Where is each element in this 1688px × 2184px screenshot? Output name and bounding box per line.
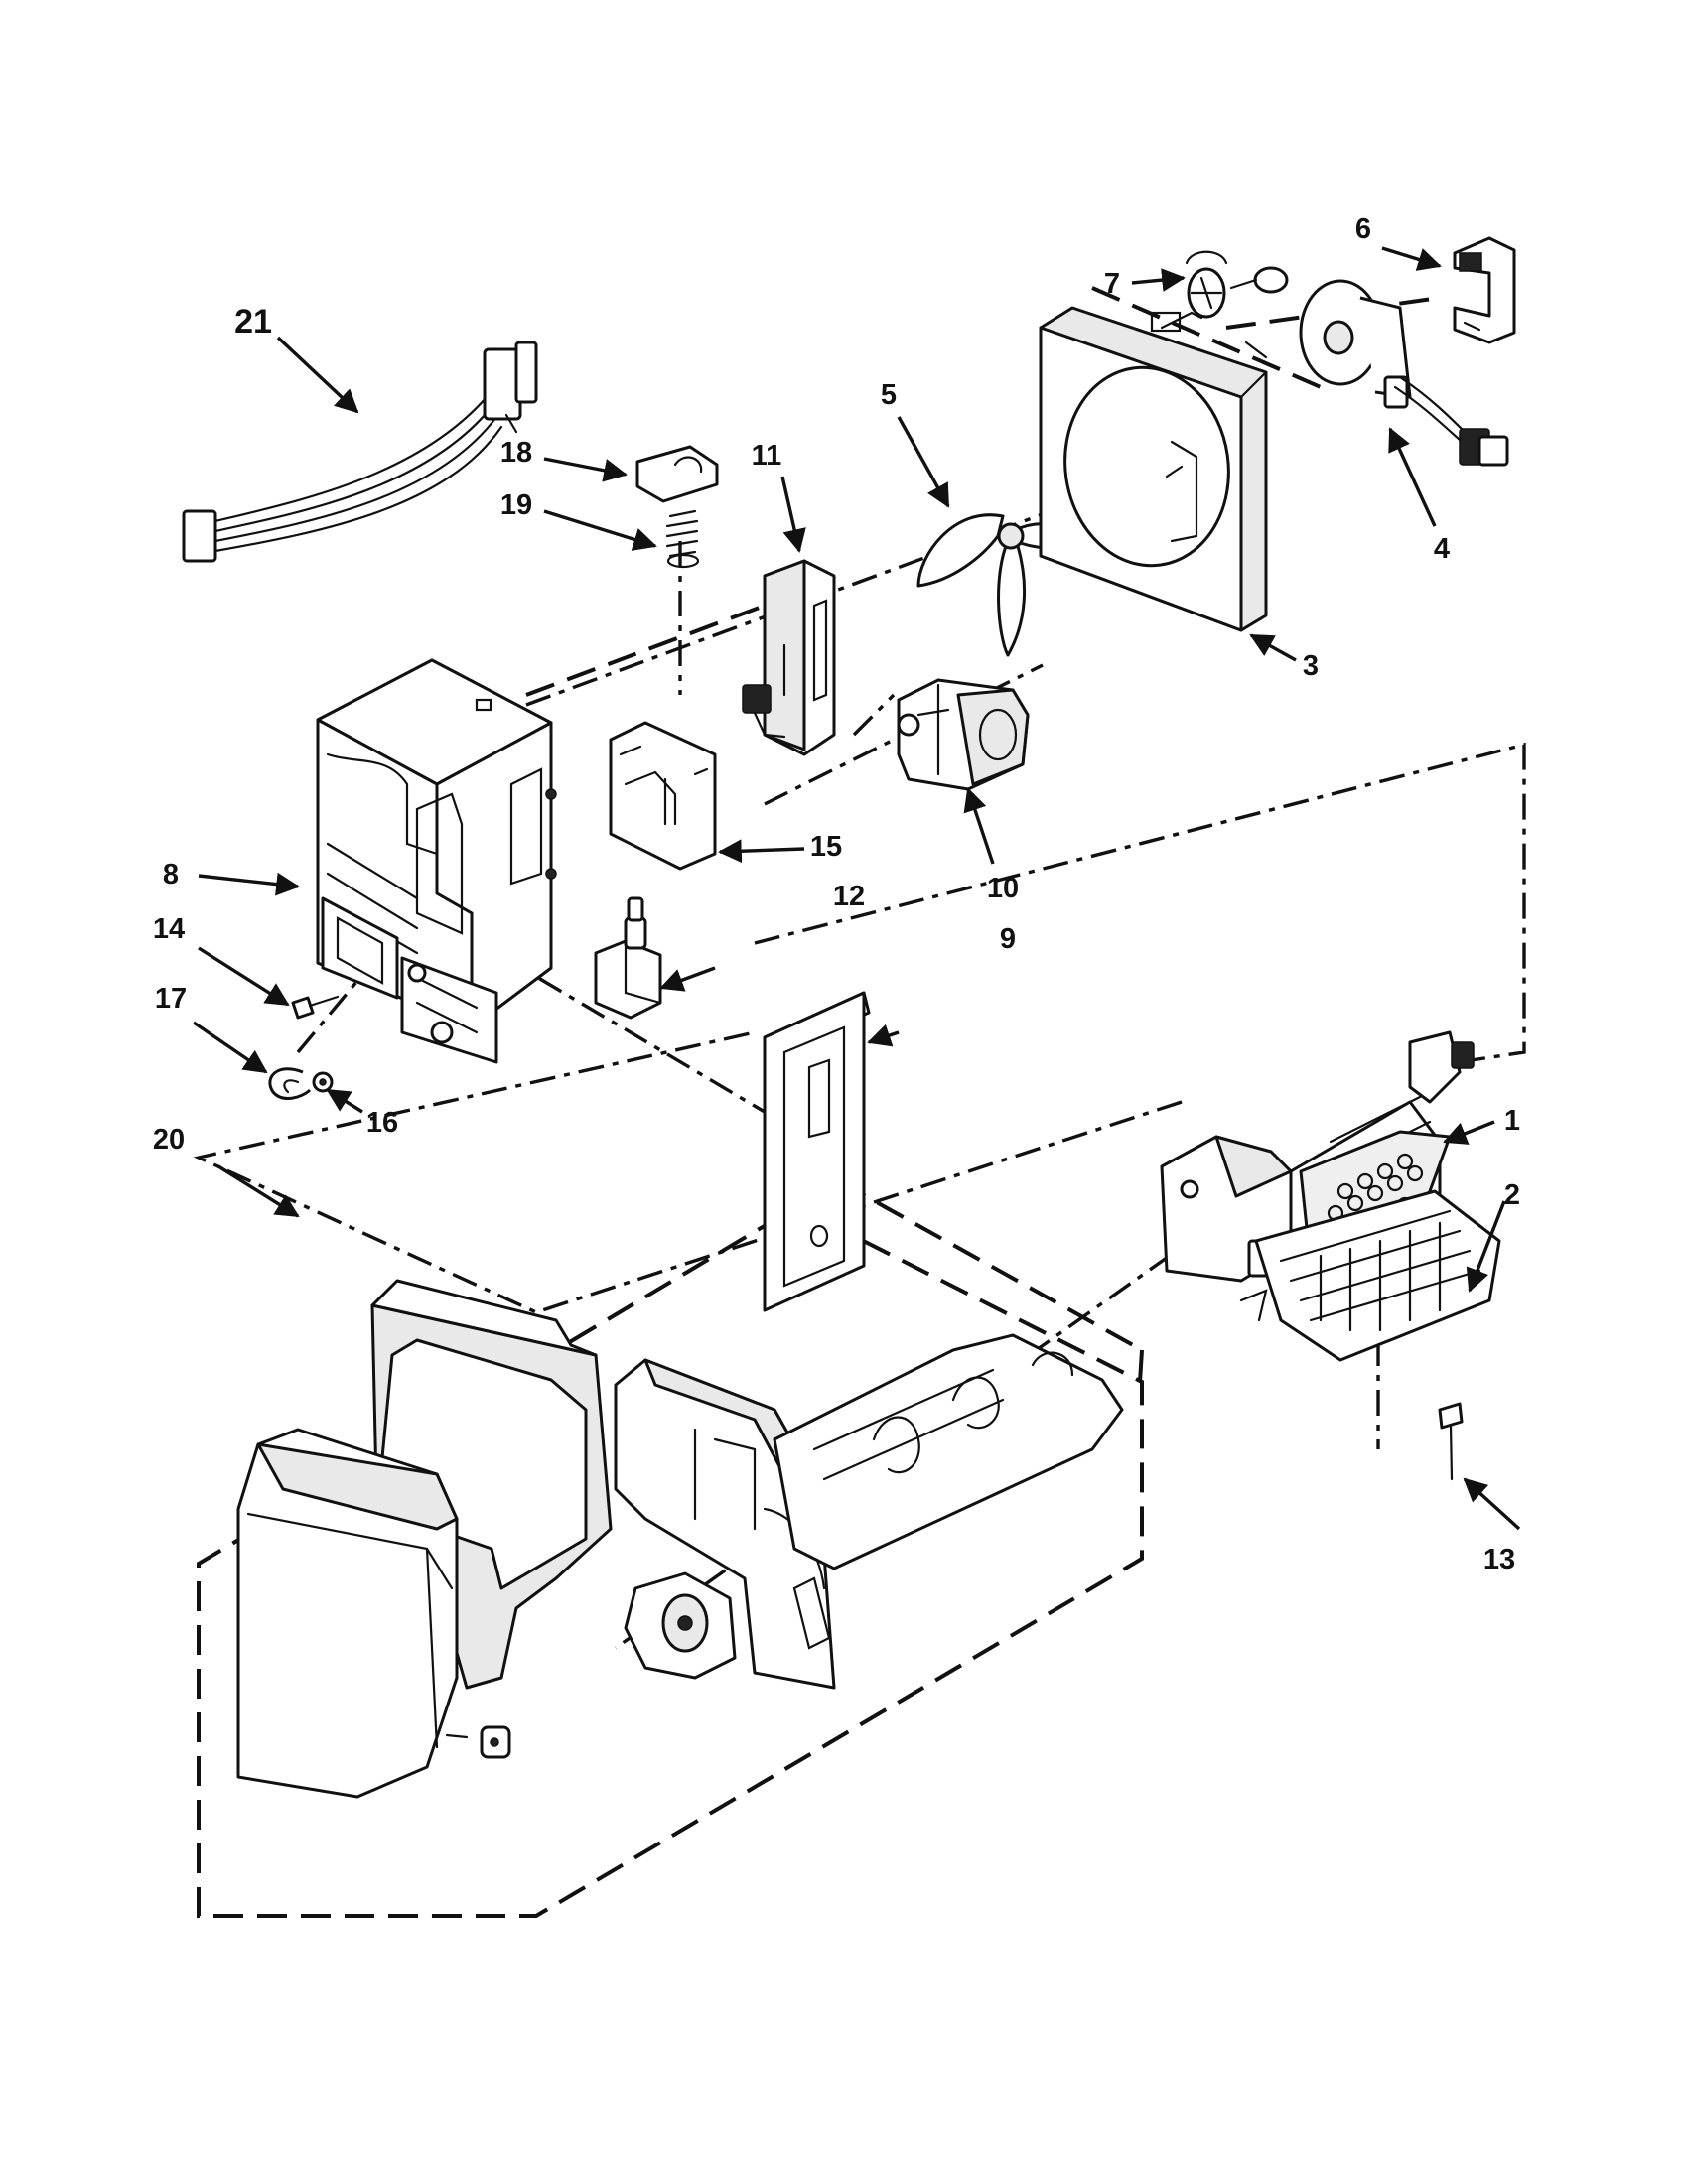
part-11-switch-housing[interactable]	[742, 559, 836, 756]
callout-8: 8	[163, 859, 179, 890]
part-17-clip[interactable]	[268, 1067, 312, 1100]
callout-5: 5	[881, 379, 897, 411]
part-21-wire-harness[interactable]	[182, 341, 538, 563]
callout-17: 17	[155, 983, 187, 1015]
part-4-fan-motor[interactable]	[1299, 279, 1509, 467]
callout-6: 6	[1355, 213, 1371, 245]
callout-1: 1	[1504, 1105, 1520, 1137]
callout-labels: 1 2 3 4 5 6 7 8 9 10 11 12 13 14 15 16 1…	[153, 213, 1520, 1575]
callout-3: 3	[1303, 650, 1319, 682]
part-3-fan-shroud[interactable]	[1039, 306, 1268, 632]
callout-7: 7	[1104, 268, 1120, 300]
callout-21: 21	[234, 303, 272, 341]
callout-15: 15	[810, 831, 842, 863]
callout-2: 2	[1504, 1179, 1520, 1211]
part-7-sensor[interactable]	[1185, 250, 1289, 319]
part-8-housing[interactable]	[316, 658, 557, 1064]
part-9-gasket[interactable]	[763, 991, 871, 1312]
ice-maker-outline-dash-dot	[193, 742, 1526, 1314]
callout-20: 20	[153, 1124, 185, 1156]
callout-4: 4	[1434, 533, 1450, 565]
part-20-ice-bucket[interactable]	[236, 1279, 613, 1799]
part-2-mount-base[interactable]	[1239, 1189, 1501, 1362]
callout-19: 19	[500, 489, 532, 521]
part-10-motor[interactable]	[897, 678, 1030, 791]
callout-9: 9	[1000, 923, 1016, 955]
leader-arrows	[193, 246, 1521, 1531]
part-20-auger-housing[interactable]	[614, 1333, 1124, 1690]
part-18-cover[interactable]	[635, 445, 719, 503]
part-19-spring[interactable]	[665, 509, 700, 569]
callout-18: 18	[500, 437, 532, 469]
part-16-washer[interactable]	[312, 1071, 334, 1093]
callout-11: 11	[752, 440, 782, 472]
part-14-screw[interactable]	[291, 995, 340, 1020]
part-6-bracket[interactable]	[1453, 236, 1516, 344]
bucket-assembly-outline-dash	[197, 1179, 1144, 1918]
callout-10: 10	[987, 873, 1019, 904]
callout-14: 14	[153, 913, 185, 945]
part-13-screw[interactable]	[1438, 1402, 1464, 1481]
callout-16: 16	[366, 1107, 398, 1139]
part-15-actuator-bracket[interactable]	[609, 721, 717, 871]
part-12-solenoid[interactable]	[594, 896, 662, 1020]
callout-12: 12	[833, 881, 865, 912]
callout-13: 13	[1483, 1544, 1515, 1575]
